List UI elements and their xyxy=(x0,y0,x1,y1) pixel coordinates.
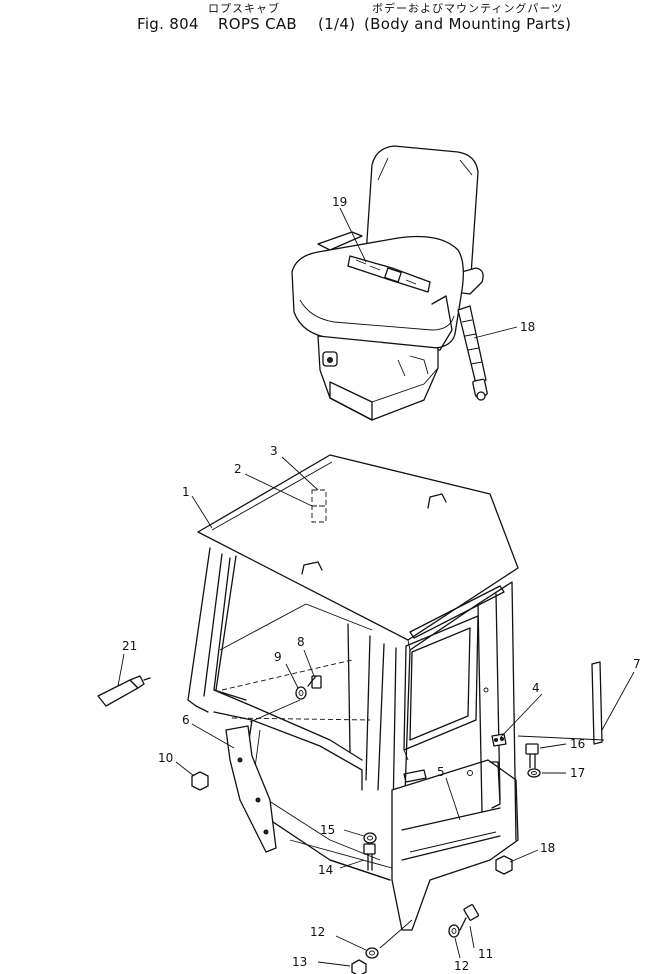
callout-10: 10 xyxy=(158,751,173,765)
callout-labels: 19 18 1 2 3 4 5 6 7 8 9 10 11 12 12 13 1… xyxy=(122,195,641,973)
callout-12-upper: 12 xyxy=(310,925,325,939)
figure-subtitle: (Body and Mounting Parts) xyxy=(364,15,572,33)
callout-3: 3 xyxy=(270,444,278,458)
cab-body xyxy=(187,454,519,931)
callout-14: 14 xyxy=(318,863,333,877)
callout-12-lower: 12 xyxy=(454,959,469,973)
callout-11: 11 xyxy=(478,947,493,961)
callout-19: 18 xyxy=(520,320,535,334)
sealant-tube xyxy=(97,675,151,707)
callout-18: 18 xyxy=(540,841,555,855)
callout-4: 4 xyxy=(532,681,540,695)
callout-9: 9 xyxy=(274,650,282,664)
leader-lines xyxy=(117,207,635,967)
mounting-bracket xyxy=(225,725,277,853)
callout-21: 21 xyxy=(122,639,137,653)
header-jp-left: ロプスキャブ xyxy=(208,2,280,15)
callout-2: 2 xyxy=(234,462,242,476)
callout-17: 17 xyxy=(570,766,585,780)
fasteners xyxy=(191,675,541,974)
seat-belt xyxy=(347,255,431,293)
callout-15: 15 xyxy=(320,823,335,837)
header-jp-right: ボデーおよびマウンティングパーツ xyxy=(372,2,564,15)
figure-title: ROPS CAB xyxy=(218,15,297,33)
callout-6: 6 xyxy=(182,713,190,727)
callout-1: 1 xyxy=(182,485,190,499)
callout-16: 16 xyxy=(570,737,585,751)
operator-seat xyxy=(291,145,484,421)
label-plate xyxy=(591,661,603,745)
callout-8: 8 xyxy=(297,635,305,649)
callout-13: 13 xyxy=(292,955,307,969)
seat-belt-strap xyxy=(457,305,488,401)
figure-number: Fig. 804 xyxy=(137,15,199,33)
callout-20: 19 xyxy=(332,195,347,209)
figure-fraction: (1/4) xyxy=(318,15,356,33)
callout-7: 7 xyxy=(633,657,641,671)
roof-decal xyxy=(311,489,327,523)
callout-5: 5 xyxy=(437,765,445,779)
